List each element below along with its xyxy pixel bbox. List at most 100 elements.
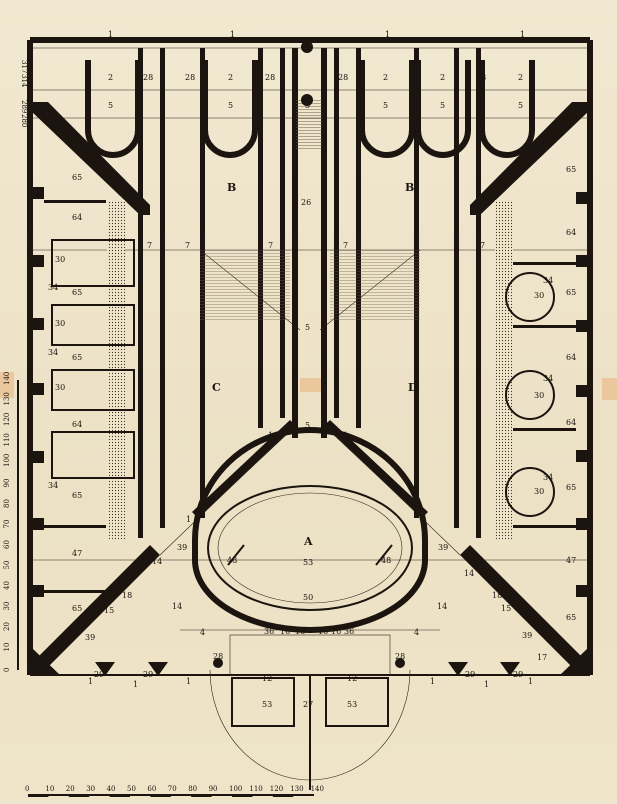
label-65: 65 xyxy=(72,353,82,362)
label-48: 48 xyxy=(381,556,391,565)
perimeter-nodes xyxy=(32,648,588,676)
bottom-scale-tick-label: 20 xyxy=(66,785,75,793)
top-bays xyxy=(85,41,535,158)
label-1: 1 xyxy=(186,677,191,686)
label-65: 65 xyxy=(72,491,82,500)
label-28: 28 xyxy=(213,652,223,661)
label-53: 53 xyxy=(262,700,272,709)
label-12: 12 xyxy=(262,674,272,683)
bottom-scale-tick-label: 100 xyxy=(229,785,242,793)
bottom-scale-segment xyxy=(150,794,171,797)
label-30: 30 xyxy=(55,255,65,264)
label-50: 50 xyxy=(303,593,313,602)
label-64: 64 xyxy=(566,228,576,237)
label-39: 39 xyxy=(438,543,448,552)
label-39: 39 xyxy=(177,543,187,552)
left-scale-tick-label: 110 xyxy=(3,433,11,446)
label-5: 5 xyxy=(305,101,310,110)
diagonal-walls xyxy=(30,102,590,675)
label-5: 5 xyxy=(440,101,445,110)
label-5: 5 xyxy=(305,323,310,332)
label-16: 16 xyxy=(280,627,290,636)
bottom-scale-tick-label: 130 xyxy=(290,785,303,793)
label-16: 16 xyxy=(295,627,305,636)
arena xyxy=(180,427,440,790)
label-1: 1 xyxy=(108,30,113,39)
label-1: 1 xyxy=(133,680,138,689)
bottom-scale-tick-label: 70 xyxy=(168,785,177,793)
label-28: 28 xyxy=(338,73,348,82)
label-16: 16 xyxy=(320,421,330,430)
left-scale-tick-label: 20 xyxy=(3,622,11,631)
label-12: 12 xyxy=(347,674,357,683)
bottom-scale-segment xyxy=(68,794,90,797)
label-36: 36 xyxy=(264,627,274,636)
label-14: 14 xyxy=(172,602,182,611)
label-1: 1 xyxy=(268,431,273,440)
left-scale-top-label: 314 xyxy=(20,74,28,88)
label-2: 2 xyxy=(108,73,113,82)
label-14: 14 xyxy=(464,569,474,578)
label-64: 64 xyxy=(566,353,576,362)
label-room-b-left: B xyxy=(227,181,236,194)
left-scale-tick-label: 40 xyxy=(3,581,11,590)
bottom-scale-tick-label: 90 xyxy=(209,785,218,793)
label-5: 5 xyxy=(383,101,388,110)
left-scale-tick-label: 140 xyxy=(3,372,11,385)
tape-left xyxy=(0,372,14,398)
label-34: 34 xyxy=(48,283,58,292)
label-7: 7 xyxy=(147,241,152,250)
label-16: 16 xyxy=(318,627,328,636)
label-65: 65 xyxy=(72,604,82,613)
bottom-scale-tick-label: 110 xyxy=(249,785,262,793)
bottom-scale-tick-label: 30 xyxy=(86,785,95,793)
label-34: 34 xyxy=(543,276,553,285)
left-scale-tick-label: 70 xyxy=(3,520,11,529)
label-1: 1 xyxy=(430,677,435,686)
label-1: 1 xyxy=(230,30,235,39)
label-30: 30 xyxy=(534,291,544,300)
left-scale-top-label: 280 xyxy=(20,114,28,127)
label-5: 5 xyxy=(305,421,310,430)
label-2: 2 xyxy=(383,73,388,82)
label-30: 30 xyxy=(55,383,65,392)
label-15: 15 xyxy=(501,604,511,613)
label-47: 47 xyxy=(566,556,576,565)
plan-labels: A B B C D 1 1 1 1 2 2 2 2 2 28 28 28 28 … xyxy=(43,30,576,709)
bottom-scale-tick-label: 140 xyxy=(311,785,324,793)
label-16: 16 xyxy=(288,421,298,430)
label-16: 16 xyxy=(331,627,341,636)
label-48: 48 xyxy=(227,556,237,565)
label-14: 14 xyxy=(437,602,447,611)
left-scale-tick-label: 10 xyxy=(3,643,11,652)
bottom-scale-tick-label: 10 xyxy=(45,785,54,793)
stands xyxy=(107,200,513,540)
label-30: 30 xyxy=(55,319,65,328)
label-53: 53 xyxy=(347,700,357,709)
label-65: 65 xyxy=(566,483,576,492)
label-7: 7 xyxy=(185,241,190,250)
label-27: 27 xyxy=(303,700,313,709)
left-scale-tick-label: 50 xyxy=(3,561,11,570)
label-1: 1 xyxy=(343,431,348,440)
label-65: 65 xyxy=(566,165,576,174)
label-15: 15 xyxy=(104,606,114,615)
label-39: 39 xyxy=(522,631,532,640)
label-34: 34 xyxy=(48,348,58,357)
left-scale-tick-label: 0 xyxy=(3,668,11,672)
label-29: 29 xyxy=(94,670,104,679)
right-rooms xyxy=(505,192,590,597)
label-1: 1 xyxy=(484,680,489,689)
label-53: 53 xyxy=(303,558,313,567)
label-7: 7 xyxy=(268,241,273,250)
label-5: 5 xyxy=(228,101,233,110)
label-1: 1 xyxy=(148,551,153,560)
label-5: 5 xyxy=(108,101,113,110)
label-1: 1 xyxy=(528,677,533,686)
label-1: 1 xyxy=(475,563,480,572)
label-29: 29 xyxy=(465,670,475,679)
label-1: 1 xyxy=(88,677,93,686)
label-65: 65 xyxy=(566,288,576,297)
